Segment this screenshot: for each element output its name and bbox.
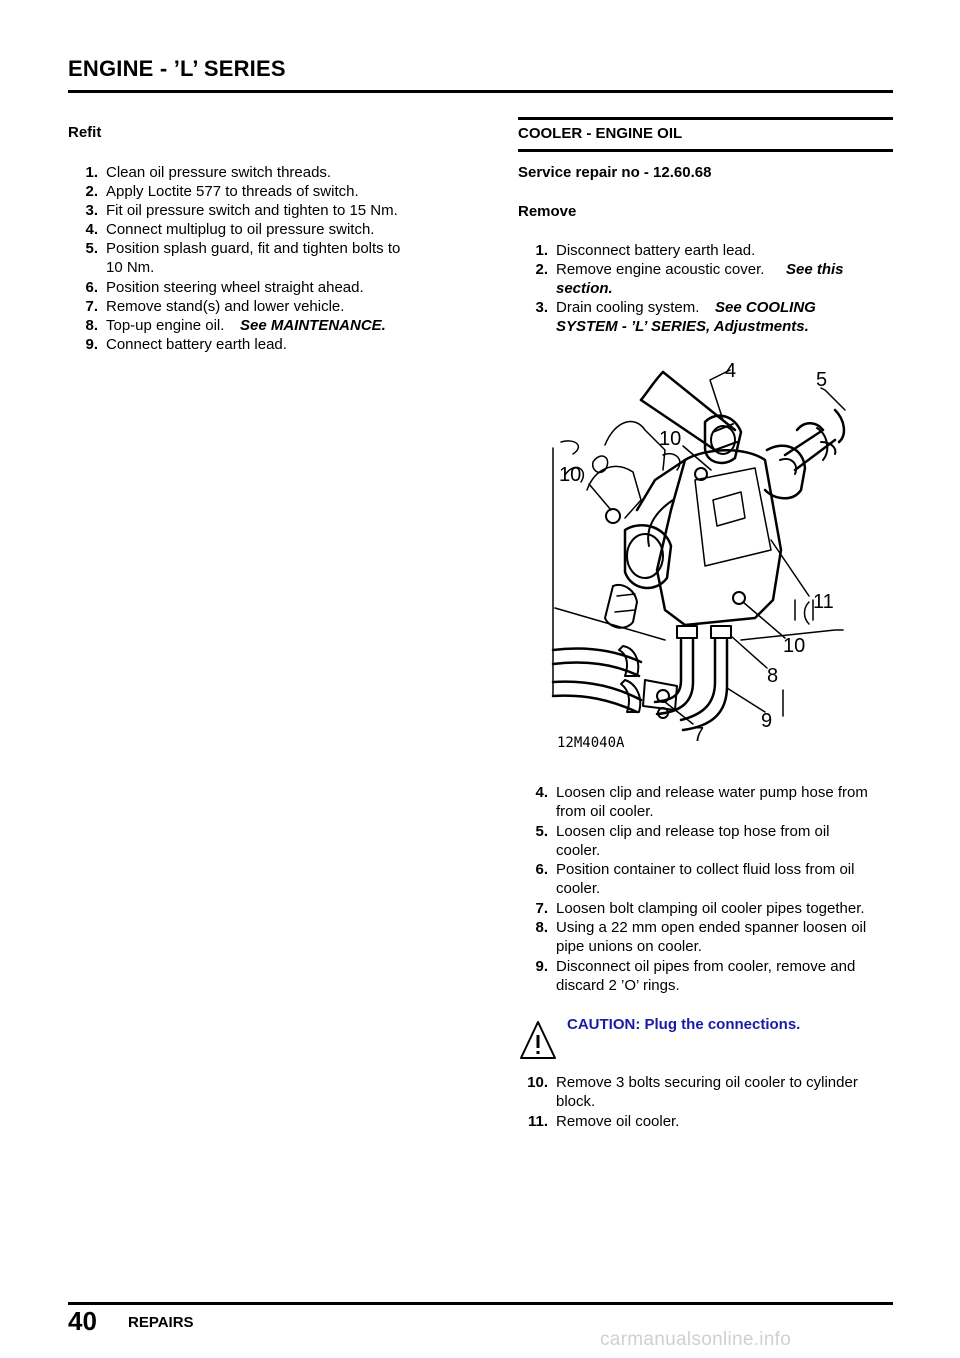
step-text: Drain cooling system. bbox=[556, 299, 700, 316]
right-step-5: 5. Loosen clip and release top hose from… bbox=[518, 822, 893, 862]
callout-5: 5 bbox=[816, 369, 827, 391]
footer-section-label: REPAIRS bbox=[128, 1314, 194, 1331]
remove-heading: Remove bbox=[518, 203, 577, 220]
step-number: 2. bbox=[535, 261, 548, 278]
right-step-8: 8. Using a 22 mm open ended spanner loos… bbox=[518, 918, 893, 958]
refit-heading: Refit bbox=[68, 124, 102, 141]
step-number: 2. bbox=[85, 183, 98, 200]
step-text: Apply Loctite 577 to threads of switch. bbox=[106, 183, 359, 200]
step-number: 3. bbox=[535, 299, 548, 316]
callout-4: 4 bbox=[725, 360, 736, 382]
section-top-rule bbox=[518, 117, 893, 120]
step-number: 4. bbox=[535, 784, 548, 801]
step-text: Remove engine acoustic cover. bbox=[556, 261, 765, 278]
left-step-7: 7. Remove stand(s) and lower vehicle. bbox=[68, 297, 448, 317]
left-step-2: 2. Apply Loctite 577 to threads of switc… bbox=[68, 182, 448, 202]
callout-10: 10 bbox=[783, 635, 805, 657]
section-title: COOLER - ENGINE OIL bbox=[518, 125, 683, 142]
step-number: 11. bbox=[527, 1113, 548, 1130]
step-number: 5. bbox=[85, 240, 98, 257]
right-step-2: 2. Remove engine acoustic cover. See thi… bbox=[518, 260, 893, 300]
page-header-title: ENGINE - ’L’ SERIES bbox=[68, 56, 286, 81]
callout-10: 10 bbox=[559, 464, 581, 486]
right-step-10: 10. Remove 3 bolts securing oil cooler t… bbox=[518, 1073, 893, 1113]
step-text: Clean oil pressure switch threads. bbox=[106, 164, 332, 181]
step-number: 6. bbox=[85, 279, 98, 296]
step-text: Loosen clip and release top hose from oi… bbox=[556, 823, 830, 840]
step-text: Connect multiplug to oil pressure switch… bbox=[106, 221, 375, 238]
step-text: Disconnect battery earth lead. bbox=[556, 242, 756, 259]
step-text: Disconnect oil pipes from cooler, remove… bbox=[556, 958, 856, 975]
right-step-3: 3. Drain cooling system. See COOLING SYS… bbox=[518, 298, 893, 338]
step-number: 4. bbox=[85, 221, 98, 238]
step-text: Remove oil cooler. bbox=[556, 1113, 680, 1130]
right-step-4: 4. Loosen clip and release water pump ho… bbox=[518, 783, 893, 823]
left-step-3: 3. Fit oil pressure switch and tighten t… bbox=[68, 201, 448, 221]
oil-cooler-diagram: 4 5 10 10 11 10 8 9 7 12M4040A bbox=[545, 350, 857, 760]
step-number: 9. bbox=[535, 958, 548, 975]
maintenance-cross-reference[interactable]: See MAINTENANCE. bbox=[240, 317, 386, 334]
step-text: Remove 3 bolts securing oil cooler to cy… bbox=[556, 1074, 858, 1091]
figure-id: 12M4040A bbox=[557, 735, 625, 751]
right-step-7: 7. Loosen bolt clamping oil cooler pipes… bbox=[518, 899, 893, 919]
step-text: Loosen bolt clamping oil cooler pipes to… bbox=[556, 900, 865, 917]
step-text-continued: pipe unions on cooler. bbox=[556, 938, 702, 955]
right-step-1: 1. Disconnect battery earth lead. bbox=[518, 241, 893, 261]
right-step-11: 11. Remove oil cooler. bbox=[518, 1112, 893, 1132]
step-number: 8. bbox=[85, 317, 98, 334]
step-number: 1. bbox=[535, 242, 548, 259]
step-text-continued: from oil cooler. bbox=[556, 803, 654, 820]
left-step-4: 4. Connect multiplug to oil pressure swi… bbox=[68, 220, 448, 240]
see-this-section-reference-continued[interactable]: section. bbox=[556, 280, 613, 297]
cooling-system-reference[interactable]: See COOLING bbox=[715, 299, 816, 316]
right-step-9: 9. Disconnect oil pipes from cooler, rem… bbox=[518, 957, 893, 997]
step-text: Loosen clip and release water pump hose … bbox=[556, 784, 868, 801]
step-text: Connect battery earth lead. bbox=[106, 336, 287, 353]
step-number: 6. bbox=[535, 861, 548, 878]
step-number: 9. bbox=[85, 336, 98, 353]
callout-9: 9 bbox=[761, 710, 772, 732]
left-step-1: 1. Clean oil pressure switch threads. bbox=[68, 163, 448, 183]
footer-rule bbox=[68, 1302, 893, 1305]
left-step-5: 5. Position splash guard, fit and tighte… bbox=[68, 239, 448, 279]
step-text-continued: cooler. bbox=[556, 842, 601, 859]
caution-note: CAUTION: Plug the connections. bbox=[567, 1016, 801, 1033]
step-number: 1. bbox=[85, 164, 98, 181]
left-step-8: 8. Top-up engine oil. See MAINTENANCE. bbox=[68, 316, 448, 336]
step-number: 7. bbox=[85, 298, 98, 315]
page-number: 40 bbox=[68, 1306, 97, 1336]
step-text: Position steering wheel straight ahead. bbox=[106, 279, 364, 296]
step-text: Remove stand(s) and lower vehicle. bbox=[106, 298, 345, 315]
step-text: Position container to collect fluid loss… bbox=[556, 861, 855, 878]
section-bottom-rule bbox=[518, 149, 893, 152]
right-step-6: 6. Position container to collect fluid l… bbox=[518, 860, 893, 900]
step-number: 5. bbox=[535, 823, 548, 840]
watermark: carmanualsonline.info bbox=[600, 1329, 792, 1350]
step-number: 3. bbox=[85, 202, 98, 219]
step-text-continued: block. bbox=[556, 1093, 596, 1110]
callout-11: 11 bbox=[813, 591, 834, 613]
see-this-section-reference[interactable]: See this bbox=[786, 261, 844, 278]
left-step-9: 9. Connect battery earth lead. bbox=[68, 335, 448, 355]
service-repair-number: Service repair no - 12.60.68 bbox=[518, 164, 712, 181]
warning-triangle-icon bbox=[518, 1018, 558, 1062]
step-number: 7. bbox=[535, 900, 548, 917]
callout-8: 8 bbox=[767, 665, 778, 687]
step-text: Position splash guard, fit and tighten b… bbox=[106, 240, 401, 257]
step-text-continued: discard 2 ’O’ rings. bbox=[556, 977, 680, 994]
left-step-6: 6. Position steering wheel straight ahea… bbox=[68, 278, 448, 298]
step-text: Using a 22 mm open ended spanner loosen … bbox=[556, 919, 867, 936]
step-text-continued: 10 Nm. bbox=[106, 259, 155, 276]
step-text-continued: cooler. bbox=[556, 880, 601, 897]
callout-7: 7 bbox=[693, 724, 704, 746]
step-number: 8. bbox=[535, 919, 548, 936]
cooling-system-reference-continued[interactable]: SYSTEM - ’L’ SERIES, Adjustments. bbox=[556, 318, 809, 335]
step-text: Top-up engine oil. bbox=[106, 317, 225, 334]
step-number: 10. bbox=[527, 1074, 548, 1091]
header-rule bbox=[68, 90, 893, 93]
callout-10: 10 bbox=[659, 428, 681, 450]
step-text: Fit oil pressure switch and tighten to 1… bbox=[106, 202, 398, 219]
